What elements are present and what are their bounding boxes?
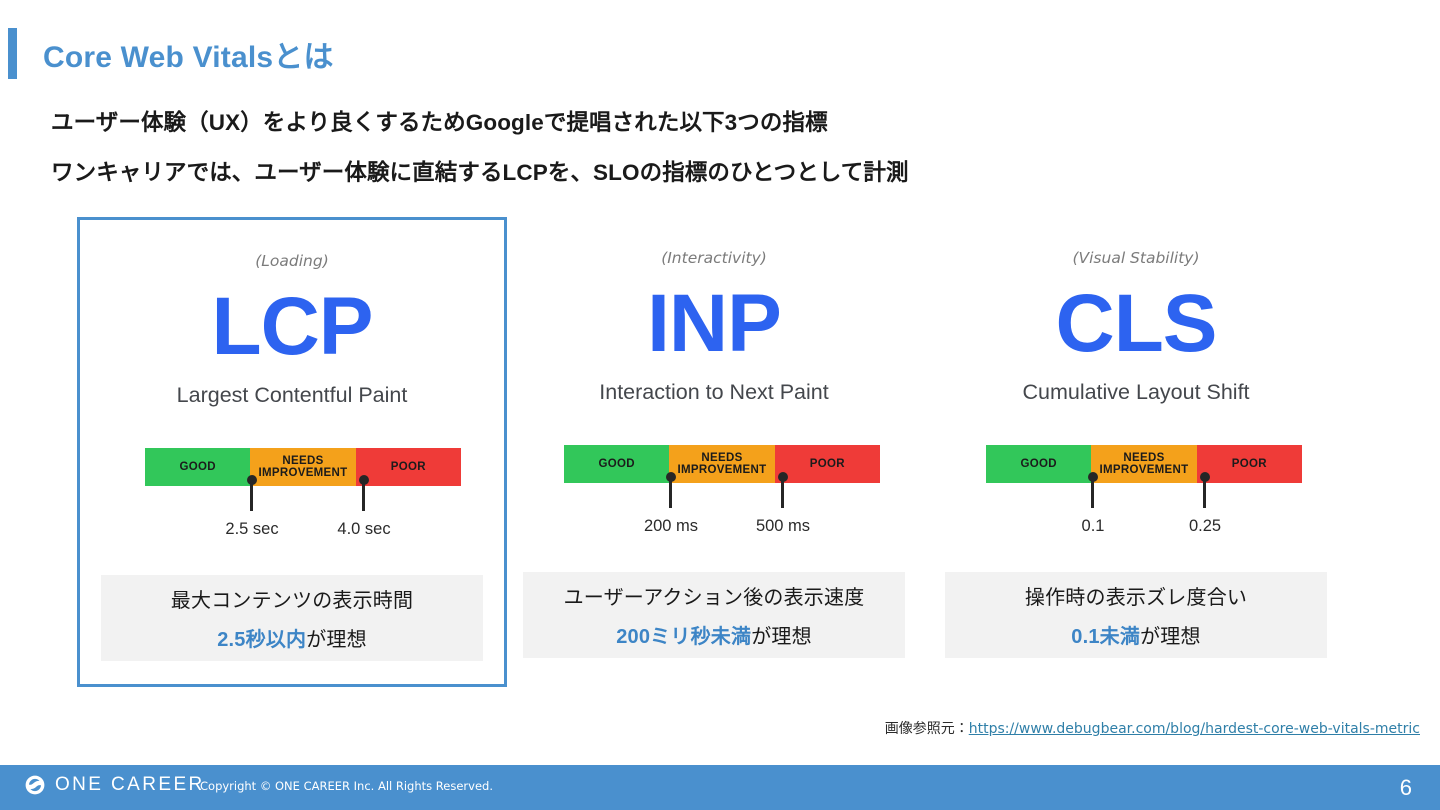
metric-summary-target: 200ミリ秒未満が理想	[616, 620, 812, 649]
metric-cards-container: (Loading) LCP Largest Contentful Paint G…	[77, 217, 1367, 687]
threshold-label-1: 2.5 sec	[225, 520, 279, 538]
metric-summary-target: 2.5秒以内が理想	[217, 623, 367, 652]
threshold-marker-2	[358, 475, 369, 511]
threshold-label-2: 4.0 sec	[337, 520, 391, 538]
threshold-label-1: 0.1	[1081, 517, 1105, 535]
source-prefix-label: 画像参照元：	[884, 721, 969, 737]
metric-category-label: (Visual Stability)	[1072, 249, 1200, 267]
metric-target-suffix: が理想	[1140, 626, 1201, 648]
company-logo-text: ONE CAREER	[55, 774, 205, 795]
threshold-marker-2	[777, 472, 788, 508]
lead-paragraph-1: ユーザー体験（UX）をより良くするためGoogleで提唱された以下3つの指標	[51, 110, 828, 135]
rating-segment-good: GOOD	[145, 448, 251, 486]
metric-category-label: (Interactivity)	[661, 249, 767, 267]
source-url-link[interactable]: https://www.debugbear.com/blog/hardest-c…	[968, 721, 1420, 737]
rating-segment-good: GOOD	[564, 445, 670, 483]
metric-target-suffix: が理想	[306, 629, 367, 651]
rating-bar: GOOD NEEDS IMPROVEMENT POOR	[986, 445, 1302, 483]
metric-card-inp[interactable]: (Interactivity) INP Interaction to Next …	[499, 217, 929, 687]
title-accent-bar	[8, 28, 17, 79]
slide-footer: ONE CAREER Copyright © ONE CAREER Inc. A…	[0, 765, 1440, 810]
metric-summary-description: 操作時の表示ズレ度合い	[1024, 587, 1248, 609]
metric-summary-target: 0.1未満が理想	[1071, 620, 1200, 649]
metric-target-value: 2.5秒以内	[217, 629, 307, 651]
rating-segment-needs-improvement: NEEDS IMPROVEMENT	[1091, 445, 1197, 483]
metric-card-lcp[interactable]: (Loading) LCP Largest Contentful Paint G…	[77, 217, 507, 687]
metric-rating-scale: GOOD NEEDS IMPROVEMENT POOR 2.5 sec 4.0 …	[80, 448, 504, 558]
page-number: 6	[1399, 775, 1412, 800]
metric-summary-box: ユーザーアクション後の表示速度 200ミリ秒未満が理想	[523, 572, 905, 658]
metric-summary-box: 最大コンテンツの表示時間 2.5秒以内が理想	[101, 575, 483, 661]
metric-card-inner: (Loading) LCP Largest Contentful Paint G…	[80, 220, 504, 684]
rating-bar: GOOD NEEDS IMPROVEMENT POOR	[145, 448, 461, 486]
metric-target-value: 200ミリ秒未満	[616, 626, 752, 648]
rating-segment-poor: POOR	[774, 445, 880, 483]
rating-segment-needs-improvement: NEEDS IMPROVEMENT	[669, 445, 775, 483]
metric-target-value: 0.1未満	[1071, 626, 1141, 648]
rating-segment-needs-improvement: NEEDS IMPROVEMENT	[250, 448, 356, 486]
metric-summary-description: ユーザーアクション後の表示速度	[563, 587, 865, 609]
threshold-marker-2	[1199, 472, 1210, 508]
rating-segment-poor: POOR	[355, 448, 461, 486]
rating-bar: GOOD NEEDS IMPROVEMENT POOR	[564, 445, 880, 483]
metric-abbreviation: INP	[647, 278, 782, 369]
metric-abbreviation: CLS	[1055, 278, 1218, 369]
threshold-label-2: 0.25	[1188, 517, 1222, 535]
rating-segment-good: GOOD	[986, 445, 1092, 483]
metric-target-suffix: が理想	[751, 626, 812, 648]
metric-category-label: (Loading)	[255, 252, 329, 270]
metric-card-cls[interactable]: (Visual Stability) CLS Cumulative Layout…	[921, 217, 1351, 687]
metric-full-name: Cumulative Layout Shift	[1022, 380, 1250, 404]
slide-header: Core Web Vitalsとは	[0, 28, 1440, 80]
rating-segment-poor: POOR	[1196, 445, 1302, 483]
image-source-credit: 画像参照元：https://www.debugbear.com/blog/har…	[885, 718, 1420, 738]
threshold-marker-1	[246, 475, 257, 511]
metric-full-name: Largest Contentful Paint	[176, 383, 408, 407]
lead-paragraph-2: ワンキャリアでは、ユーザー体験に直結するLCPを、SLOの指標のひとつとして計測	[51, 160, 909, 185]
metric-card-inner: (Interactivity) INP Interaction to Next …	[499, 217, 929, 687]
metric-full-name: Interaction to Next Paint	[599, 380, 829, 404]
threshold-marker-1	[665, 472, 676, 508]
threshold-marker-1	[1087, 472, 1098, 508]
page-title: Core Web Vitalsとは	[43, 41, 334, 74]
copyright-text: Copyright © ONE CAREER Inc. All Rights R…	[200, 779, 493, 793]
metric-summary-box: 操作時の表示ズレ度合い 0.1未満が理想	[945, 572, 1327, 658]
metric-summary-description: 最大コンテンツの表示時間	[170, 590, 414, 612]
metric-rating-scale: GOOD NEEDS IMPROVEMENT POOR 200 ms 500 m…	[499, 445, 929, 555]
metric-abbreviation: LCP	[211, 281, 374, 372]
company-logo: ONE CAREER	[24, 774, 205, 796]
metric-card-inner: (Visual Stability) CLS Cumulative Layout…	[921, 217, 1351, 687]
one-career-logo-icon	[24, 774, 46, 796]
threshold-label-1: 200 ms	[643, 517, 699, 535]
threshold-label-2: 500 ms	[755, 517, 811, 535]
metric-rating-scale: GOOD NEEDS IMPROVEMENT POOR 0.1 0.25	[921, 445, 1351, 555]
